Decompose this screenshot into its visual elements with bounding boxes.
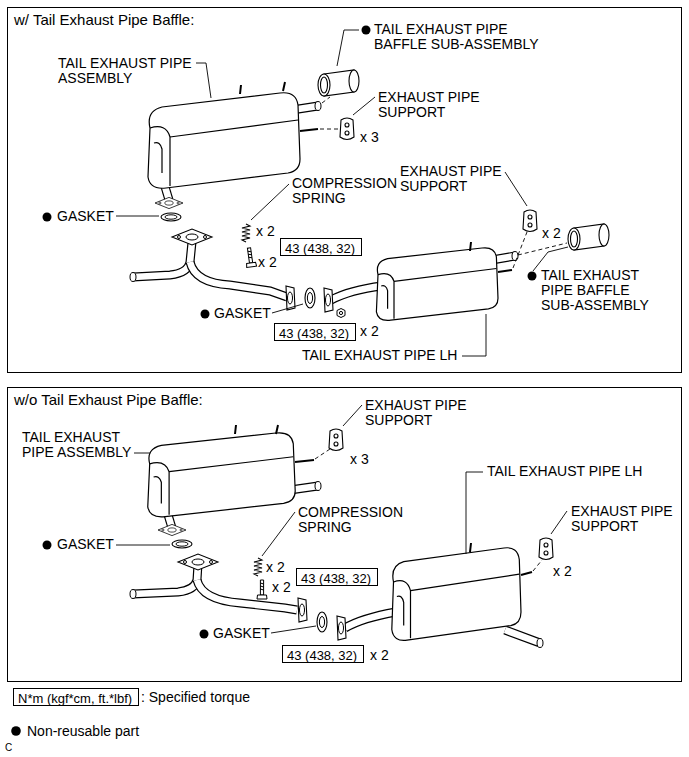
torque-spec: 43 (438, 32): [280, 238, 362, 256]
muffler: [148, 433, 295, 517]
quantity-note: x 2: [553, 564, 572, 579]
baffle-symbol: [568, 224, 609, 250]
part-name: GASKET: [213, 626, 270, 641]
part-name: TAIL EXHAUST PIPE LH: [302, 348, 457, 363]
flange: [155, 197, 183, 208]
nut-symbol: [337, 309, 345, 318]
torque-value: 43 (438, 32): [279, 326, 349, 341]
flange: [178, 554, 218, 570]
hanger-rod: [240, 82, 512, 272]
panel-heading: w/ Tail Exhaust Pipe Baffle:: [14, 11, 675, 29]
bolt-symbol: [244, 247, 257, 267]
bolt-symbol: [257, 580, 267, 599]
gasket-ring: [172, 540, 192, 548]
part-name: COMPRESSION SPRING: [298, 505, 412, 535]
hanger-symbol: [340, 118, 354, 140]
legend-text: : Specified torque: [141, 689, 250, 705]
quantity-note: x 2: [370, 648, 389, 663]
baffle-symbol: [318, 70, 359, 96]
hanger-symbol: [329, 429, 343, 451]
bullet-symbol: [11, 726, 21, 736]
flange: [172, 229, 212, 245]
part-name: GASKET: [214, 306, 271, 321]
bullet-symbol: [43, 541, 209, 639]
torque-spec: 43 (438, 32): [282, 645, 364, 663]
flange: [324, 288, 333, 312]
quantity-note: x 3: [350, 452, 369, 467]
torque-spec: 43 (438, 32): [296, 568, 378, 586]
hanger-rod: [235, 425, 532, 575]
part-name: TAIL EXHAUST PIPE BAFFLE SUB-ASSEMBLY: [541, 268, 657, 313]
muffler: [376, 248, 498, 321]
quantity-note: x 2: [266, 560, 285, 575]
part-name: TAIL EXHAUST PIPE BAFFLE SUB-ASSEMBLY: [374, 22, 550, 52]
quantity-note: x 2: [542, 226, 561, 241]
gasket-ring: [305, 288, 315, 308]
quantity-note: x 3: [360, 130, 379, 145]
flange: [158, 524, 186, 535]
gasket-ring: [161, 213, 181, 221]
flange: [337, 616, 346, 640]
part-name: EXHAUST PIPE SUPPORT: [378, 90, 488, 120]
legend-text: Non-reusable part: [27, 723, 139, 739]
part-name: TAIL EXHAUST PIPE ASSEMBLY: [58, 56, 200, 86]
gasket-ring: [317, 612, 327, 632]
leader-line: [116, 30, 568, 356]
muffler: [392, 548, 521, 641]
leader-line: [116, 405, 567, 633]
part-name: TAIL EXHAUST PIPE LH: [487, 464, 642, 479]
quantity-note: x 2: [360, 324, 379, 339]
spring-symbol: [242, 224, 250, 242]
torque-value: 43 (438, 32): [287, 648, 357, 663]
torque-value: N*m (kgf*cm, ft.*lbf): [18, 691, 132, 706]
hanger-symbol: [539, 538, 553, 560]
bullet-symbol: [43, 26, 537, 319]
part-name: COMPRESSION SPRING: [292, 176, 406, 206]
quantity-note: x 2: [258, 255, 277, 270]
quantity-note: x 2: [272, 580, 291, 595]
figure-code: C: [5, 742, 12, 753]
part-name: GASKET: [57, 209, 114, 224]
torque-value: 43 (438, 32): [301, 571, 371, 586]
part-name: TAIL EXHAUST PIPE ASSEMBLY: [22, 430, 142, 460]
part-name: EXHAUST PIPE SUPPORT: [365, 398, 475, 428]
spring-symbol: [254, 558, 262, 576]
hanger-symbol: [523, 210, 537, 232]
torque-key-box: N*m (kgf*cm, ft.*lbf): [13, 688, 139, 706]
legend-sample: [10, 725, 22, 737]
part-name: EXHAUST PIPE SUPPORT: [400, 164, 510, 194]
quantity-note: x 2: [256, 224, 275, 239]
part-name: GASKET: [57, 537, 114, 552]
torque-spec: 43 (438, 32): [274, 323, 356, 341]
torque-value: 43 (438, 32): [285, 241, 355, 256]
panel-heading: w/o Tail Exhaust Pipe Baffle:: [14, 391, 675, 409]
part-name: EXHAUST PIPE SUPPORT: [571, 504, 679, 534]
flange: [298, 598, 307, 622]
muffler: [148, 93, 300, 189]
